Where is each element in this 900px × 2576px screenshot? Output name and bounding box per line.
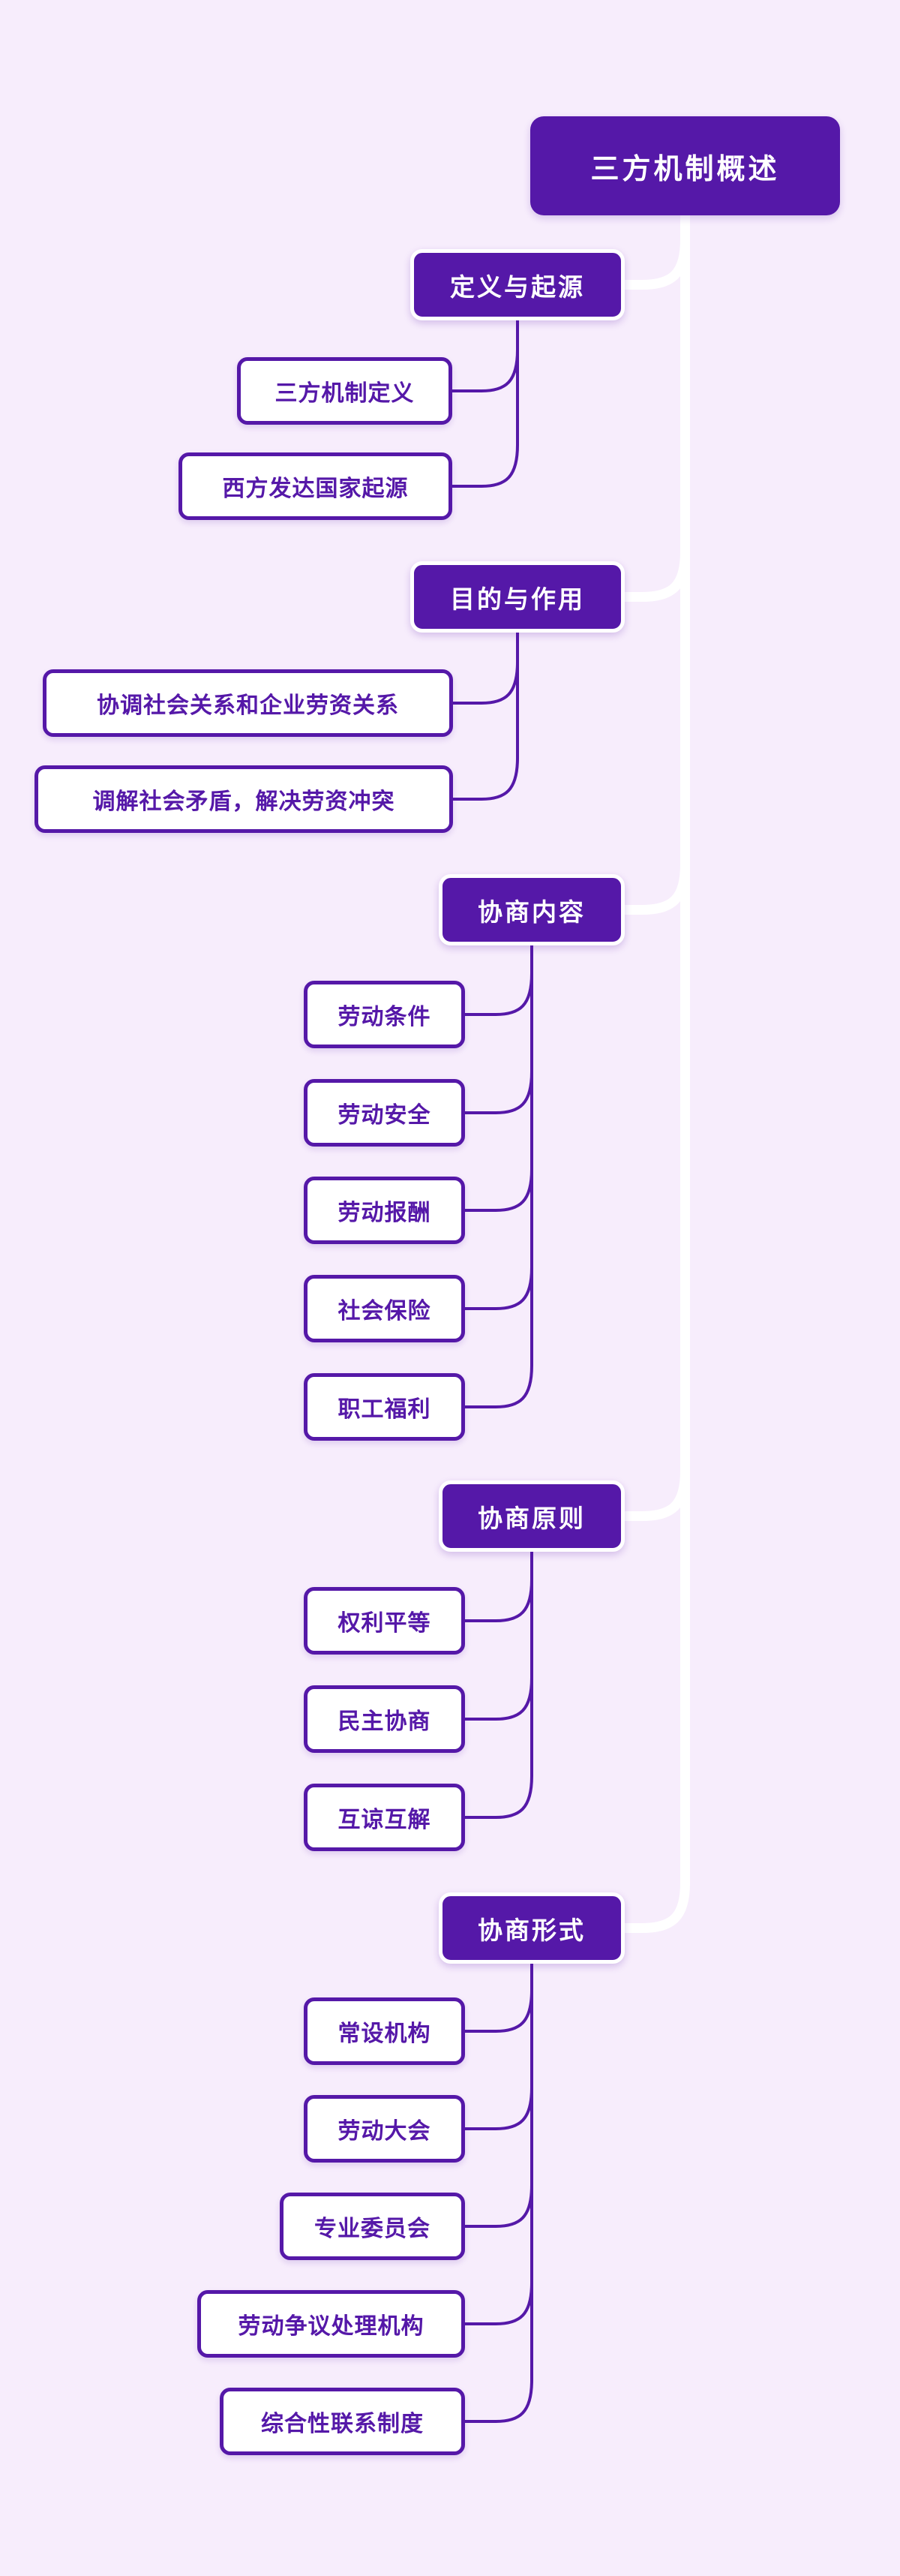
trunk-connector-2	[612, 210, 690, 915]
branch-1-subtopic-1-label: 调解社会矛盾，解决劳资冲突	[92, 789, 395, 814]
branch-4-subtopic-1[interactable]: 劳动大会	[304, 2095, 465, 2163]
branch-2-child-connector-2	[459, 942, 533, 1212]
branch-2-child-connector-4	[459, 942, 533, 1408]
branch-4-subtopic-4-label: 综合性联系制度	[261, 2412, 424, 2436]
branch-3-subtopic-0-label: 权利平等	[338, 1611, 431, 1636]
branch-4-child-connector-1	[459, 1961, 533, 2130]
branch-2-subtopic-0[interactable]: 劳动条件	[304, 981, 465, 1048]
branch-topic-2[interactable]: 协商内容	[439, 874, 625, 945]
branch-2-subtopic-0-label: 劳动条件	[338, 1005, 431, 1029]
branch-1-child-connector-1	[447, 630, 519, 801]
branch-2-child-connector-0	[459, 942, 533, 1016]
root-topic[interactable]: 三方机制概述	[530, 116, 840, 215]
branch-2-subtopic-3-label: 社会保险	[338, 1299, 431, 1324]
branch-4-subtopic-1-label: 劳动大会	[338, 2119, 431, 2144]
branch-2-subtopic-4-label: 职工福利	[338, 1397, 431, 1422]
branch-2-subtopic-2[interactable]: 劳动报酬	[304, 1177, 465, 1244]
branch-1-subtopic-0-label: 协调社会关系和企业劳资关系	[97, 693, 399, 718]
branch-2-subtopic-1-label: 劳动安全	[338, 1103, 431, 1128]
branch-3-subtopic-0[interactable]: 权利平等	[304, 1587, 465, 1655]
branch-topic-3[interactable]: 协商原则	[439, 1480, 625, 1552]
branch-topic-0-label: 定义与起源	[450, 272, 585, 301]
branch-3-subtopic-1[interactable]: 民主协商	[304, 1685, 465, 1753]
branch-4-subtopic-3-label: 劳动争议处理机构	[238, 2314, 424, 2339]
branch-topic-3-label: 协商原则	[478, 1504, 586, 1532]
trunk-connector-0	[612, 210, 690, 290]
branch-0-child-connector-1	[446, 317, 519, 488]
branch-4-subtopic-3[interactable]: 劳动争议处理机构	[197, 2290, 465, 2358]
branch-4-child-connector-4	[459, 1961, 533, 2423]
trunk-connector-4	[612, 210, 690, 1933]
branch-1-subtopic-0[interactable]: 协调社会关系和企业劳资关系	[43, 669, 453, 737]
branch-topic-4[interactable]: 协商形式	[439, 1892, 625, 1964]
branch-4-subtopic-0[interactable]: 常设机构	[304, 1997, 465, 2065]
branch-2-subtopic-4[interactable]: 职工福利	[304, 1373, 465, 1441]
branch-topic-1[interactable]: 目的与作用	[410, 561, 625, 633]
trunk-connector-3	[612, 210, 690, 1521]
branch-4-child-connector-3	[459, 1961, 533, 2325]
branch-3-subtopic-1-label: 民主协商	[338, 1709, 431, 1734]
branch-1-subtopic-1[interactable]: 调解社会矛盾，解决劳资冲突	[34, 765, 453, 833]
branch-3-subtopic-2-label: 互谅互解	[338, 1808, 431, 1832]
branch-3-child-connector-2	[459, 1549, 533, 1819]
branch-3-subtopic-2[interactable]: 互谅互解	[304, 1784, 465, 1851]
branch-0-subtopic-1-label: 西方发达国家起源	[222, 476, 409, 501]
branch-topic-4-label: 协商形式	[478, 1916, 586, 1944]
branch-topic-0[interactable]: 定义与起源	[410, 249, 625, 320]
root-topic-label: 三方机制概述	[590, 153, 780, 185]
branch-4-subtopic-0-label: 常设机构	[338, 2021, 431, 2046]
branch-2-child-connector-1	[459, 942, 533, 1114]
branch-2-subtopic-1[interactable]: 劳动安全	[304, 1079, 465, 1147]
branch-0-subtopic-0-label: 三方机制定义	[274, 381, 415, 406]
branch-4-child-connector-0	[459, 1961, 533, 2033]
branch-4-subtopic-2-label: 专业委员会	[314, 2217, 430, 2241]
branch-2-subtopic-3[interactable]: 社会保险	[304, 1275, 465, 1342]
branch-3-child-connector-1	[459, 1549, 533, 1721]
branch-2-child-connector-3	[459, 942, 533, 1310]
branch-0-subtopic-0[interactable]: 三方机制定义	[237, 357, 452, 425]
branch-0-child-connector-0	[446, 317, 519, 392]
branch-topic-1-label: 目的与作用	[450, 585, 585, 613]
branch-0-subtopic-1[interactable]: 西方发达国家起源	[178, 452, 452, 520]
branch-1-child-connector-0	[447, 630, 519, 705]
branch-4-subtopic-2[interactable]: 专业委员会	[280, 2193, 465, 2260]
branch-topic-2-label: 协商内容	[478, 897, 586, 926]
branch-4-subtopic-4[interactable]: 综合性联系制度	[220, 2388, 465, 2455]
branch-3-child-connector-0	[459, 1549, 533, 1622]
branch-2-subtopic-2-label: 劳动报酬	[338, 1201, 431, 1225]
branch-4-child-connector-2	[459, 1961, 533, 2228]
